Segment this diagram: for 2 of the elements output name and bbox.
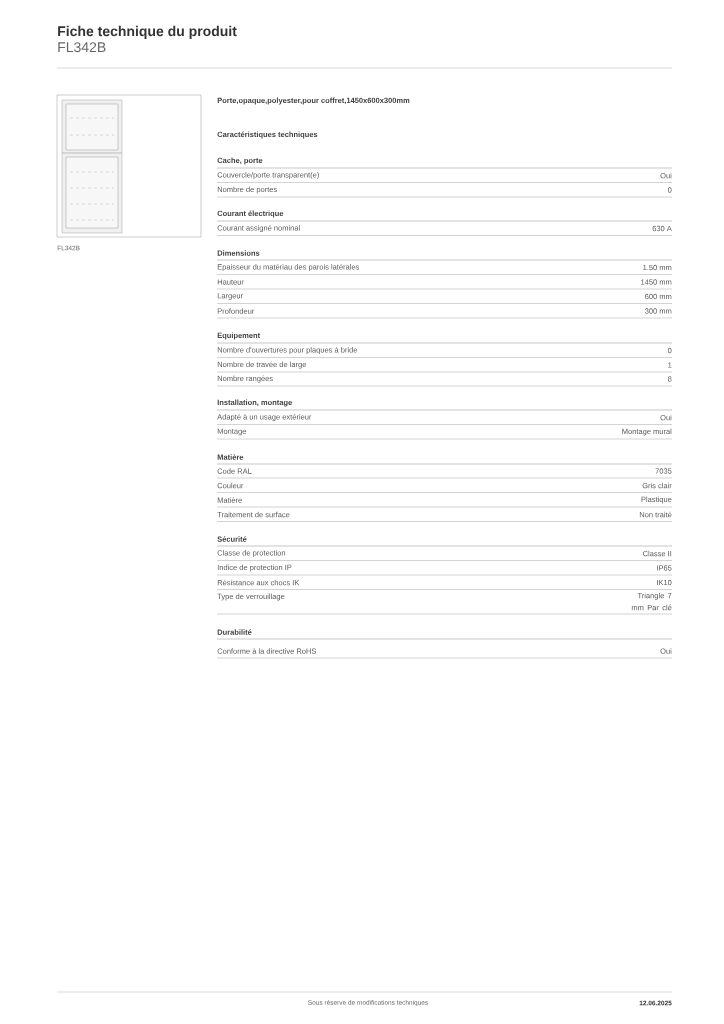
product-code: FL342B bbox=[58, 42, 106, 53]
page-title: Fiche technique du produit bbox=[58, 25, 237, 39]
